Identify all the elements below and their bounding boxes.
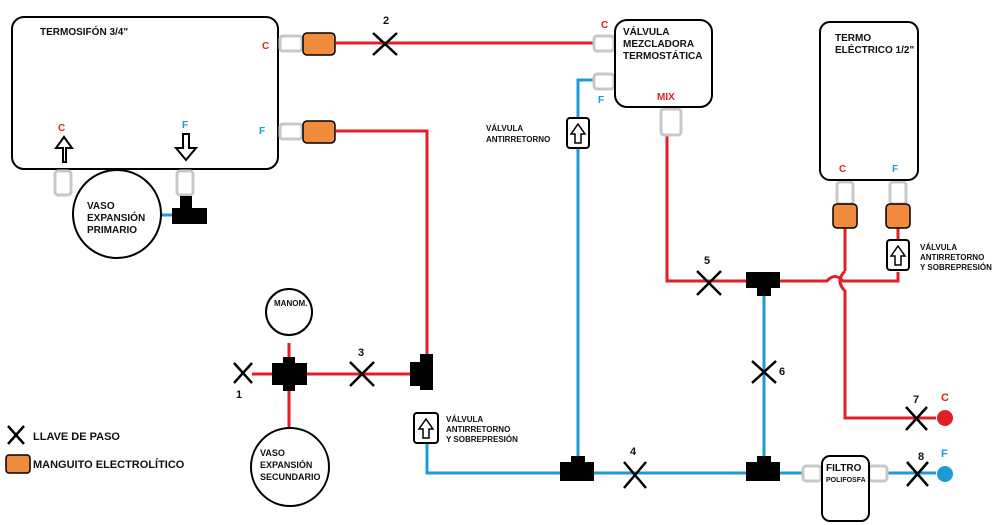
cross-fitting (272, 357, 307, 391)
svg-text:VÁLVULA: VÁLVULA (446, 415, 483, 424)
svg-text:TERMOSTÁTICA: TERMOSTÁTICA (623, 49, 702, 62)
svg-text:4: 4 (630, 446, 637, 458)
electric-heater-tank: TERMO ELÉCTRICO 1/2" C F (819, 21, 919, 181)
secondary-expansion-vessel: VASO EXPANSIÓN SECUNDARIO (250, 427, 330, 507)
svg-text:6: 6 (779, 366, 785, 378)
svg-text:EXPANSIÓN: EXPANSIÓN (260, 459, 312, 470)
thermostatic-mixer-valve: VÁLVULA MEZCLADORA TERMOSTÁTICA MIX C F (598, 19, 713, 108)
svg-text:Y SOBREPRESIÓN: Y SOBREPRESIÓN (446, 435, 518, 444)
manometer: MANOM. (265, 288, 313, 336)
legend-sleeve-label: MANGUITO ELECTROLÍTICO (33, 458, 185, 471)
svg-text:ELÉCTRICO 1/2": ELÉCTRICO 1/2" (835, 43, 914, 56)
svg-text:ANTIRRETORNO: ANTIRRETORNO (446, 425, 510, 434)
heater-port-hot: C (839, 164, 846, 175)
termosifon-port-hot: C (58, 123, 65, 134)
shutoff-numbers: 1 2 3 4 5 6 7 8 (236, 15, 924, 463)
svg-text:MANOM.: MANOM. (274, 299, 307, 308)
check-valve-1: VÁLVULA ANTIRRETORNO (486, 117, 590, 149)
check-valve-2: VÁLVULA ANTIRRETORNO Y SOBREPRESIÓN (886, 239, 992, 272)
shutoff-valve-8 (906, 461, 929, 487)
svg-text:MEZCLADORA: MEZCLADORA (623, 39, 694, 50)
termosifon-outlet-hot-label: C (262, 41, 269, 52)
svg-text:POLIFOSFA: POLIFOSFA (826, 477, 866, 484)
legend-shutoff-label: LLAVE DE PASO (33, 431, 120, 443)
shutoff-valve-2 (372, 32, 398, 56)
arrow-up-icon (417, 417, 435, 439)
termosifon-title: TERMOSIFÓN 3/4" (40, 25, 128, 38)
svg-text:3: 3 (358, 347, 364, 359)
arrow-up-icon (569, 122, 587, 144)
svg-text:VÁLVULA: VÁLVULA (920, 243, 957, 252)
cold-outlet: F (937, 448, 953, 482)
arrow-up-icon (54, 135, 74, 163)
hot-outlet: C (937, 392, 953, 426)
check-valve-3: VÁLVULA ANTIRRETORNO Y SOBREPRESIÓN (413, 412, 518, 444)
svg-text:VASO: VASO (260, 448, 285, 458)
svg-text:TERMO: TERMO (835, 33, 871, 44)
tee-fitting (746, 456, 780, 481)
svg-text:VÁLVULA: VÁLVULA (486, 124, 523, 133)
electrolytic-sleeves (302, 32, 911, 229)
arrow-up-icon (889, 244, 907, 266)
svg-text:5: 5 (704, 255, 710, 267)
shutoff-valve-6 (751, 360, 777, 384)
svg-text:EXPANSIÓN: EXPANSIÓN (87, 211, 145, 224)
primary-expansion-vessel: VASO EXPANSIÓN PRIMARIO (72, 169, 207, 259)
mixer-port-hot: C (601, 20, 608, 31)
polyphosphate-filter: FILTRO POLIFOSFA (821, 455, 870, 522)
mixer-port-cold: F (598, 95, 604, 106)
svg-text:VÁLVULA: VÁLVULA (623, 25, 669, 38)
tee-fitting (746, 272, 780, 296)
tee-fitting (410, 354, 433, 390)
svg-text:MIX: MIX (657, 92, 675, 103)
legend: LLAVE DE PASO MANGUITO ELECTROLÍTICO (5, 425, 185, 474)
svg-text:PRIMARIO: PRIMARIO (87, 225, 137, 236)
svg-text:1: 1 (236, 389, 242, 401)
svg-text:8: 8 (918, 451, 924, 463)
connectors (53, 34, 908, 483)
tee-fitting (560, 456, 594, 481)
shutoff-valve-3 (349, 361, 375, 387)
svg-text:FILTRO: FILTRO (826, 463, 862, 474)
termosifon-outlet-cold-label: F (259, 126, 265, 137)
svg-text:ANTIRRETORNO: ANTIRRETORNO (920, 253, 984, 262)
legend-shutoff-icon (7, 425, 25, 445)
legend-sleeve-icon (5, 454, 31, 474)
svg-text:2: 2 (383, 15, 389, 27)
svg-text:ANTIRRETORNO: ANTIRRETORNO (486, 135, 550, 144)
svg-text:F: F (941, 448, 948, 460)
termosifon-tank: TERMOSIFÓN 3/4" C F C F (11, 16, 279, 170)
svg-text:VASO: VASO (87, 201, 115, 212)
arrow-down-icon (173, 133, 199, 162)
shutoff-valve-1 (233, 362, 253, 384)
svg-text:SECUNDARIO: SECUNDARIO (260, 472, 321, 482)
shutoff-valve-7 (905, 406, 928, 431)
shutoff-valve-5 (696, 270, 722, 296)
shutoff-valve-4 (623, 461, 647, 489)
heater-port-cold: F (892, 164, 898, 175)
termosifon-port-cold: F (182, 120, 188, 131)
svg-text:C: C (941, 392, 949, 404)
shutoff-valves (233, 32, 929, 489)
svg-text:Y SOBREPRESIÓN: Y SOBREPRESIÓN (920, 263, 992, 272)
fittings (272, 272, 780, 481)
primary-tee-fitting (172, 196, 207, 224)
svg-text:7: 7 (913, 394, 919, 406)
cold-water-pipes (160, 78, 936, 475)
